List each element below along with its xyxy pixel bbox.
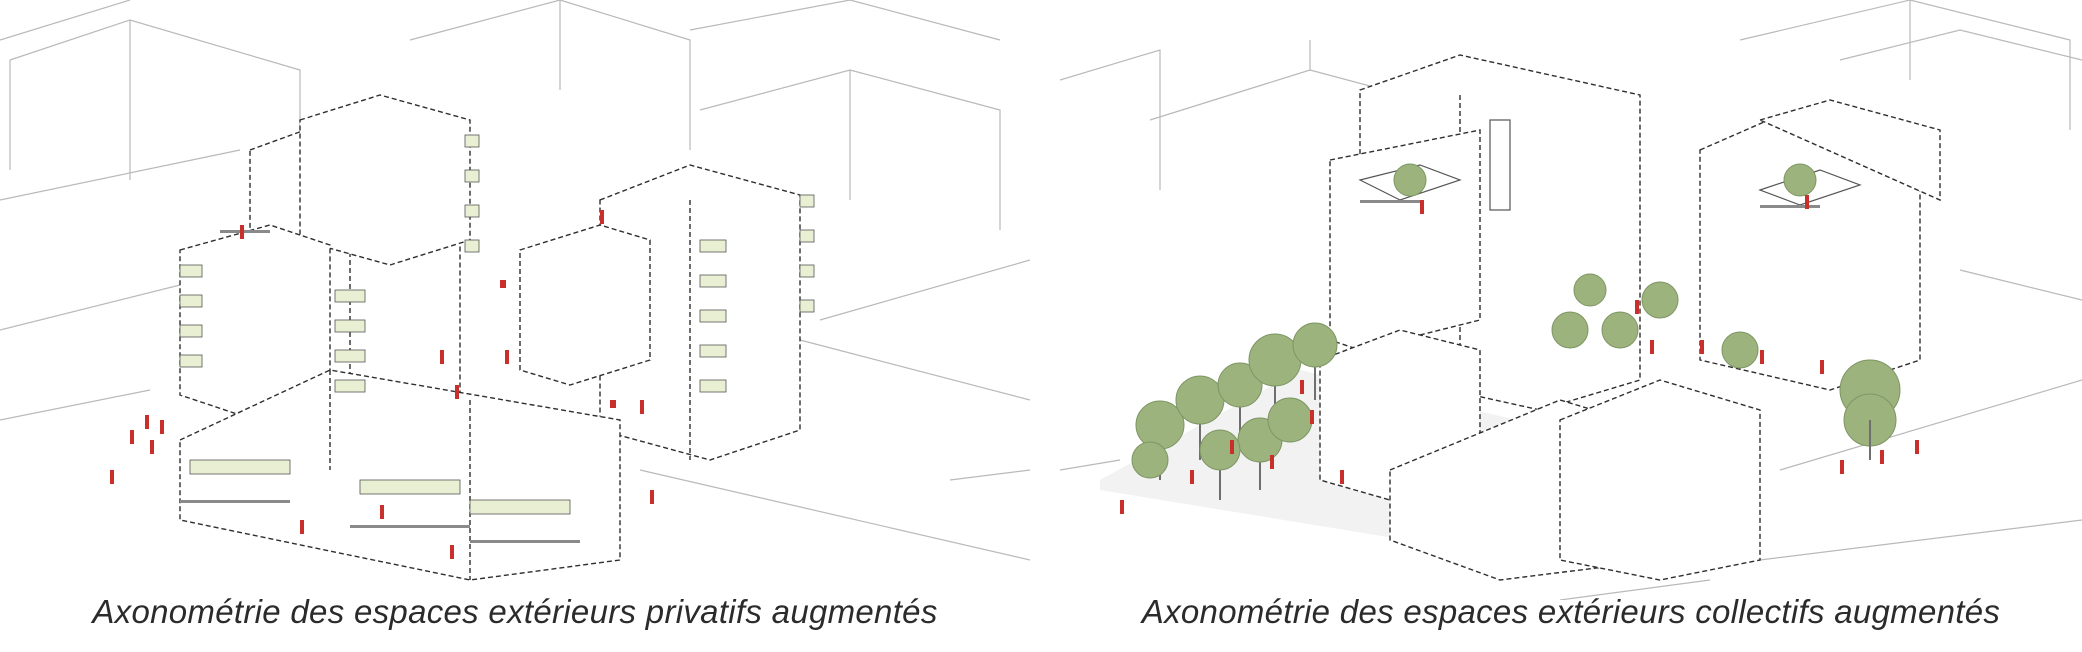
railings bbox=[180, 230, 580, 543]
trees bbox=[1131, 163, 1901, 500]
context-buildings bbox=[0, 0, 1030, 561]
axonometry-collective-drawing bbox=[1060, 0, 2082, 600]
caption-private: Axonométrie des espaces extérieurs priva… bbox=[92, 593, 938, 630]
people-figures bbox=[110, 210, 654, 559]
project-buildings bbox=[179, 94, 801, 581]
private-balconies bbox=[179, 134, 815, 515]
caption-collective: Axonométrie des espaces extérieurs colle… bbox=[1141, 593, 2001, 630]
panel-collective-spaces: Axonométrie des espaces extérieurs colle… bbox=[1060, 0, 2082, 652]
context-buildings bbox=[1060, 0, 2082, 600]
panel-private-spaces: Axonométrie des espaces extérieurs priva… bbox=[0, 0, 1030, 652]
people-figures bbox=[1120, 195, 1919, 514]
axonometry-private-drawing bbox=[0, 0, 1030, 581]
